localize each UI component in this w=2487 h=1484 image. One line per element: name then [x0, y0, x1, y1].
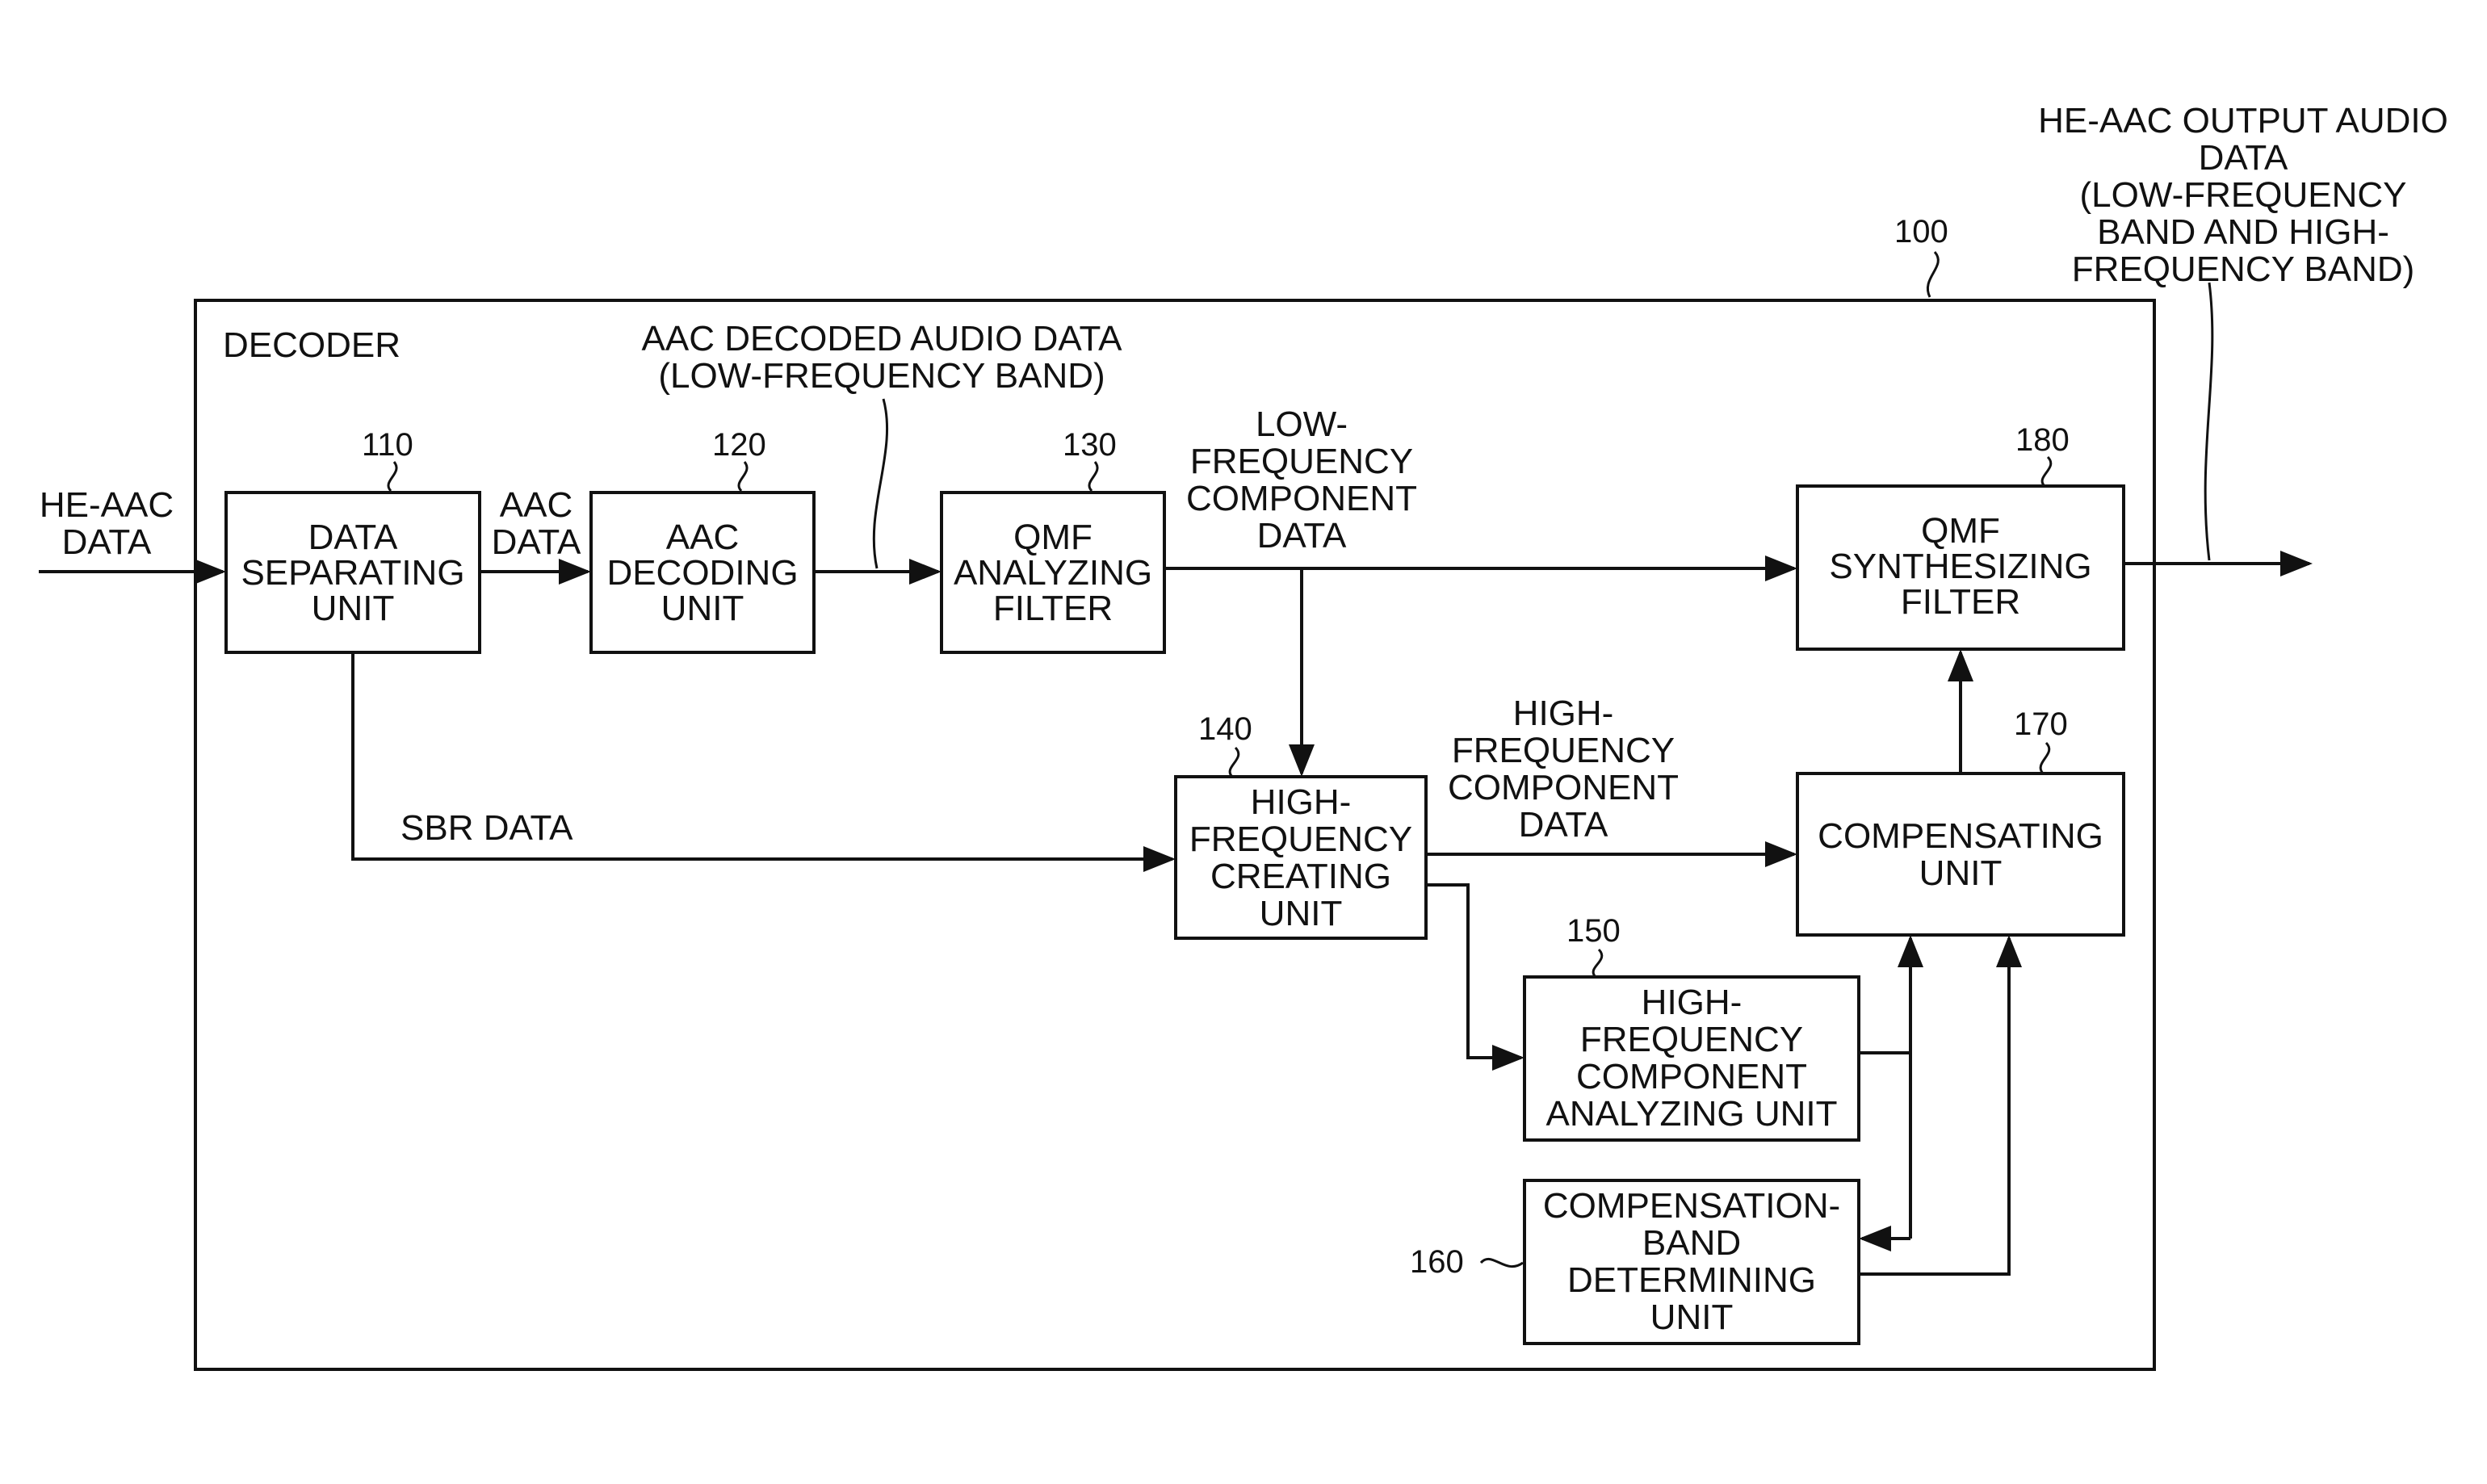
block-120-line-2: DECODING [606, 553, 798, 593]
block-180-ref: 180 [2015, 422, 2070, 458]
block-170-ref: 170 [2014, 706, 2068, 742]
block-110-line-3: UNIT [312, 589, 395, 628]
block-150-ref: 150 [1566, 913, 1621, 949]
aac-decoded-audio-data-line-2: (LOW-FREQUENCY BAND) [658, 356, 1105, 396]
block-120-ref: 120 [712, 427, 766, 463]
block-120-line-3: UNIT [661, 589, 744, 628]
block-130-ref: 130 [1063, 427, 1117, 463]
block-120-line-1: AAC [666, 518, 739, 557]
block-170-line-2: UNIT [1919, 853, 2003, 893]
high-frequency-component-data-line-4: DATA [1519, 805, 1608, 845]
block-170-line-1: COMPENSATING [1818, 816, 2103, 856]
block-180-line-1: QMF [1921, 511, 2000, 551]
output-label-line-1: HE-AAC OUTPUT AUDIO [2038, 101, 2448, 140]
compensating-unit: COMPENSATING UNIT [1797, 773, 2124, 935]
block-160-ref: 160 [1410, 1244, 1464, 1280]
qmf-analyzing-filter: QMF ANALYZING FILTER [942, 493, 1164, 652]
he-aac-data-line-2: DATA [62, 522, 152, 562]
block-180-leader [2042, 457, 2051, 486]
block-130-line-2: ANALYZING [954, 553, 1152, 593]
high-frequency-component-analyzing-unit: HIGH- FREQUENCY COMPONENT ANALYZING UNIT [1524, 977, 1859, 1140]
output-label-line-4: BAND AND HIGH- [2097, 212, 2389, 252]
block-130-line-3: FILTER [993, 589, 1113, 628]
block-110-line-2: SEPARATING [241, 553, 464, 593]
block-140-leader [1230, 748, 1239, 777]
block-120-leader [739, 462, 747, 491]
block-130-line-1: QMF [1013, 518, 1093, 557]
block-130-leader [1089, 462, 1097, 491]
block-150-leader [1593, 950, 1602, 977]
output-label-line-3: (LOW-FREQUENCY [2080, 175, 2407, 215]
low-frequency-component-data-line-2: FREQUENCY [1190, 442, 1413, 481]
band-determining-to-compensating-arrow [1859, 938, 2009, 1274]
block-160-line-1: COMPENSATION- [1543, 1186, 1840, 1226]
high-frequency-component-data-line-2: FREQUENCY [1452, 731, 1675, 770]
sbr-data-label: SBR DATA [401, 808, 573, 848]
block-150-line-4: ANALYZING UNIT [1545, 1094, 1837, 1134]
creating-to-analyzing-arrow [1426, 885, 1521, 1058]
block-140-ref: 140 [1198, 711, 1252, 747]
block-180-line-2: SYNTHESIZING [1829, 547, 2091, 586]
data-separating-unit: DATA SEPARATING UNIT [226, 493, 480, 652]
he-aac-data-line-1: HE-AAC [40, 485, 174, 525]
decoder-title: DECODER [223, 325, 401, 365]
decoder-ref: 100 [1894, 214, 1948, 249]
aac-data-line-1: AAC [500, 485, 572, 525]
block-160-line-2: BAND [1642, 1223, 1741, 1263]
block-150-line-3: COMPONENT [1576, 1057, 1807, 1096]
aac-decoded-audio-data-leader [874, 399, 887, 568]
decoder-leader [1927, 252, 1938, 297]
block-160-line-4: UNIT [1650, 1297, 1734, 1337]
block-150-line-2: FREQUENCY [1580, 1020, 1803, 1059]
output-label-line-2: DATA [2199, 138, 2288, 178]
block-150-line-1: HIGH- [1642, 983, 1743, 1022]
high-frequency-component-data-line-3: COMPONENT [1448, 768, 1679, 807]
block-140-line-2: FREQUENCY [1189, 820, 1412, 859]
output-label-line-5: FREQUENCY BAND) [2072, 249, 2415, 289]
low-frequency-component-data-line-1: LOW- [1256, 405, 1348, 444]
block-140-line-1: HIGH- [1251, 782, 1352, 822]
qmf-synthesizing-filter: QMF SYNTHESIZING FILTER [1797, 486, 2124, 649]
block-140-line-3: CREATING [1210, 857, 1391, 896]
high-frequency-component-data-line-1: HIGH- [1513, 694, 1614, 733]
low-frequency-component-data-line-3: COMPONENT [1186, 479, 1417, 518]
block-110-ref: 110 [362, 427, 413, 463]
compensation-band-determining-unit: COMPENSATION- BAND DETERMINING UNIT [1524, 1180, 1859, 1344]
block-180-line-3: FILTER [1901, 582, 2020, 622]
output-leader [2205, 283, 2212, 560]
aac-decoding-unit: AAC DECODING UNIT [591, 493, 814, 652]
block-160-line-3: DETERMINING [1567, 1260, 1816, 1300]
low-frequency-component-data-line-4: DATA [1257, 516, 1347, 555]
aac-data-line-2: DATA [492, 522, 581, 562]
block-110-leader [388, 462, 396, 491]
block-110-line-1: DATA [308, 518, 398, 557]
high-frequency-creating-unit: HIGH- FREQUENCY CREATING UNIT [1176, 777, 1426, 938]
block-140-line-4: UNIT [1260, 894, 1343, 933]
block-160-leader [1481, 1259, 1523, 1266]
aac-decoded-audio-data-line-1: AAC DECODED AUDIO DATA [642, 319, 1123, 358]
block-170-leader [2040, 743, 2049, 773]
